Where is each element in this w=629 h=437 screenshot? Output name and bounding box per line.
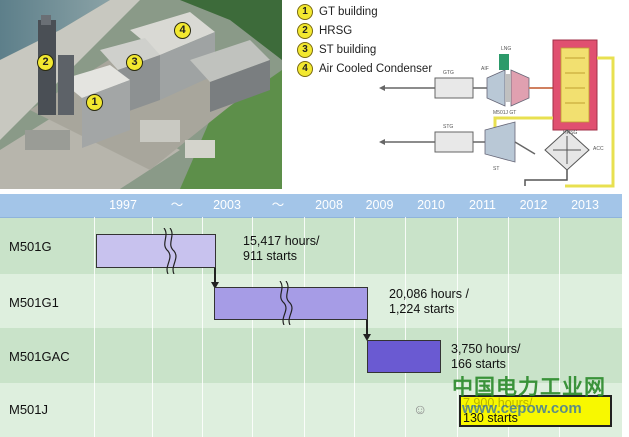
schematic-label-gtg: GTG	[443, 70, 454, 76]
connector-line	[214, 268, 216, 284]
year-cell: 1997	[109, 198, 137, 212]
photo-marker-2: 2	[37, 54, 54, 71]
legend-item: 4 Air Cooled Condenser	[297, 59, 432, 78]
arrow-down-icon	[211, 282, 219, 289]
photo-marker-1: 1	[86, 94, 103, 111]
schematic-label-stg: STG	[443, 124, 454, 130]
legend-label: HRSG	[319, 24, 353, 37]
year-cell: 2003	[213, 198, 241, 212]
photo-marker-4: 4	[174, 22, 191, 39]
legend-label: GT building	[319, 5, 378, 18]
axis-break-icon	[279, 281, 293, 325]
year-cell: 2008	[315, 198, 343, 212]
grid-line	[405, 217, 406, 437]
note-line: 911 starts	[243, 249, 297, 263]
note-m501g: 15,417 hours/ 911 starts	[243, 234, 319, 264]
schematic-label-aif: AIF	[481, 66, 489, 72]
watermark-url: www.cepow.com	[462, 400, 582, 417]
plant-schematic: GTG AIF LNG M501J GT HRSG STG ST ACC	[375, 18, 629, 193]
note-line: 166 starts	[451, 357, 506, 371]
connector-line	[366, 320, 368, 336]
note-line: 15,417 hours/	[243, 234, 320, 248]
year-cell: 2013	[571, 198, 599, 212]
grid-line	[457, 217, 458, 437]
legend-item: 2 HRSG	[297, 21, 432, 40]
grid-line	[304, 217, 305, 437]
legend: 1 GT building 2 HRSG 3 ST building 4 Air…	[297, 2, 432, 78]
bar-m501g	[96, 234, 216, 268]
grid-line	[508, 217, 509, 437]
legend-number: 1	[297, 3, 313, 20]
grid-line	[252, 217, 253, 437]
note-m501j: 7,900 hours/ 130 starts	[463, 396, 533, 426]
grid-line	[354, 217, 355, 437]
arrow-down-icon	[363, 334, 371, 341]
note-line: 1,224 starts	[389, 302, 455, 316]
legend-number: 4	[297, 60, 313, 77]
note-line: 3,750 hours/	[451, 342, 521, 356]
year-cell: 2011	[469, 198, 496, 212]
row-label-m501g1: M501G1	[9, 295, 59, 310]
year-cell: 2009	[365, 198, 394, 212]
row-label-m501gac: M501GAC	[9, 349, 70, 364]
schematic-label-lng: LNG	[501, 46, 512, 52]
year-cell: 2012	[519, 198, 548, 212]
grid-line	[559, 217, 560, 437]
year-header: 1997 ～ 2003 ～ 2008 2009 2010 2011 2012 2…	[0, 194, 622, 218]
bar-m501gac	[367, 340, 441, 373]
plant-aerial-photo: 1 2 3 4	[0, 0, 282, 189]
axis-break-icon	[163, 228, 177, 274]
legend-number: 3	[297, 41, 313, 58]
note-line: 20,086 hours /	[389, 287, 469, 301]
legend-number: 2	[297, 22, 313, 39]
schematic-label-gt: M501J GT	[493, 110, 517, 116]
timeline-band	[0, 328, 622, 383]
operation-timeline: 1997 ～ 2003 ～ 2008 2009 2010 2011 2012 2…	[0, 194, 622, 437]
legend-label: Air Cooled Condenser	[319, 62, 433, 75]
row-label-m501j: M501J	[9, 402, 49, 417]
grid-line	[152, 217, 153, 437]
chat-icon: ☺	[413, 401, 428, 417]
grid-line	[94, 217, 95, 437]
schematic-label-acc: ACC	[593, 146, 604, 152]
legend-item: 1 GT building	[297, 2, 432, 21]
photo-marker-3: 3	[126, 54, 143, 71]
bar-m501j	[459, 395, 612, 427]
year-cell: ～	[170, 198, 184, 212]
watermark-logo-text: 中国电力工业网	[452, 376, 606, 399]
row-label-m501g: M501G	[9, 239, 52, 254]
schematic-label-st: ST	[493, 166, 500, 172]
note-m501g1: 20,086 hours / 1,224 starts	[389, 287, 469, 317]
year-cell: ～	[271, 198, 285, 212]
schematic-label-hrsg: HRSG	[563, 130, 578, 136]
legend-item: 3 ST building	[297, 40, 432, 59]
grid-line	[202, 217, 203, 437]
note-line: 7,900 hours/	[463, 396, 533, 410]
note-line: 130 starts	[463, 411, 518, 425]
note-m501gac: 3,750 hours/ 166 starts	[451, 342, 521, 372]
legend-label: ST building	[319, 43, 377, 56]
year-cell: 2010	[417, 198, 445, 212]
